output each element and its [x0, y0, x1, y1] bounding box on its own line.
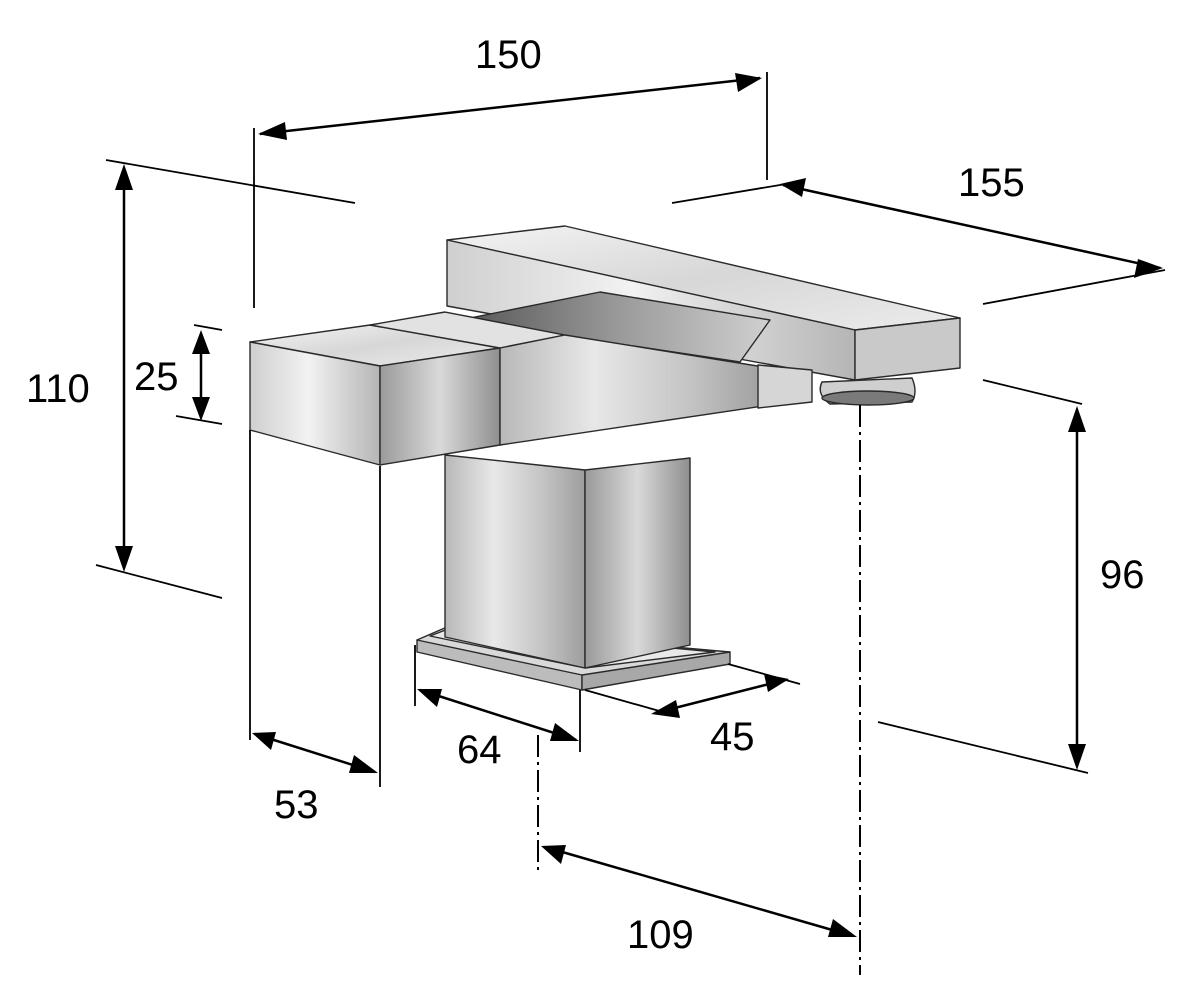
body-column [444, 454, 691, 669]
dim-155 [671, 178, 1166, 305]
dim-150 [253, 72, 768, 308]
label-150: 150 [475, 33, 542, 77]
dim-109 [537, 405, 861, 975]
label-96: 96 [1100, 553, 1145, 597]
dim-64 [414, 645, 581, 752]
spout-bar [446, 225, 961, 381]
aerator-nozzle [819, 377, 916, 406]
dim-53 [249, 430, 381, 787]
dimension-labels: 150 155 110 25 96 53 64 45 109 [26, 33, 1145, 957]
label-45: 45 [710, 715, 755, 759]
dim-110 [95, 159, 356, 599]
faucet-illustration [249, 225, 961, 691]
label-110: 110 [26, 367, 90, 411]
label-155: 155 [958, 161, 1025, 205]
dim-96 [877, 379, 1089, 774]
label-64: 64 [457, 728, 502, 772]
dim-45 [584, 663, 801, 718]
label-53: 53 [274, 783, 319, 827]
cartridge-housing [369, 311, 813, 446]
lever-handle [249, 324, 501, 466]
label-109: 109 [627, 913, 694, 957]
label-25: 25 [134, 355, 179, 399]
dim-25 [175, 324, 223, 425]
dimension-lines [95, 72, 1166, 975]
